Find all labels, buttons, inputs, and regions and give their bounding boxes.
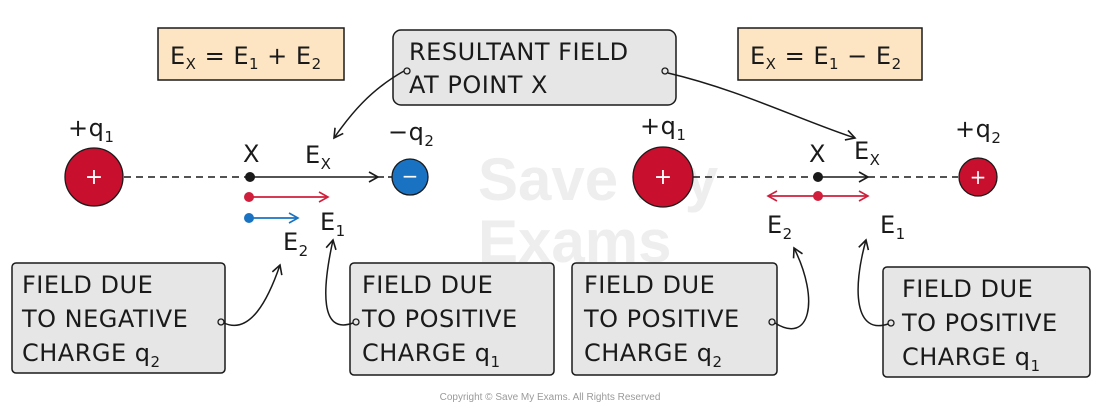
ex-label-left: EX [305, 141, 331, 173]
resultant-pointer-right [667, 72, 857, 141]
copyright-notice: Copyright © Save My Exams. All Rights Re… [440, 392, 661, 403]
point-x-label-left: X [243, 140, 260, 168]
box-pos-q1-right-line1: FIELD DUE [902, 275, 1033, 303]
box-pos-q1-left-pointer [325, 238, 354, 326]
box-field-positive-q1-right: FIELD DUE TO POSITIVE CHARGE q1 [857, 238, 1091, 378]
left-setup: + +q1 − −q2 X EX E1 E2 [64, 114, 434, 260]
box-pos-q2-rect [571, 262, 778, 376]
box-pos-q1-left-line3: CHARGE q1 [362, 339, 501, 371]
charge-label-q2-neg: −q2 [388, 118, 434, 150]
resultant-field-box: RESULTANT FIELD AT POINT X [333, 29, 857, 141]
box-pos-q2-line2: TO POSITIVE [583, 305, 740, 333]
point-x-label-right: X [809, 140, 826, 168]
box-neg-q2-pointer [223, 263, 283, 326]
box-pos-q1-right-rect [882, 266, 1091, 378]
resultant-box-rect [392, 29, 677, 106]
charge-sign-plus-right-q1: + [654, 165, 672, 190]
point-x-left [245, 172, 255, 182]
formula-right: EX = E1 − E2 [737, 27, 923, 81]
box-pos-q1-left-connector-dot [352, 318, 360, 326]
box-pos-q1-left-line1: FIELD DUE [362, 271, 493, 299]
box-neg-q2-connector-dot [217, 318, 225, 326]
charge-sign-minus: − [402, 164, 419, 188]
box-neg-q2-rect [11, 262, 226, 374]
box-field-negative-q2: FIELD DUE TO NEGATIVE CHARGE q2 [11, 262, 283, 374]
ex-label-right: EX [854, 137, 880, 169]
box-neg-q2-line1: FIELD DUE [22, 271, 153, 299]
box-pos-q1-right-connector-dot [887, 319, 895, 327]
box-field-positive-q2: FIELD DUE TO POSITIVE CHARGE q2 [571, 246, 810, 376]
charge-label-q2-right: +q2 [955, 115, 1001, 147]
box-pos-q2-line3: CHARGE q2 [584, 339, 723, 371]
box-pos-q1-left-rect [349, 262, 555, 376]
e1-label-left: E1 [320, 208, 346, 240]
box-neg-q2-line2: TO NEGATIVE [21, 305, 188, 333]
charge-label-q1-left: +q1 [68, 114, 114, 146]
positive-charge-q1-left [64, 147, 124, 207]
formula-right-text: EX = E1 − E2 [750, 42, 902, 73]
box-pos-q1-left-line2: TO POSITIVE [361, 305, 518, 333]
box-pos-q2-pointer [774, 246, 810, 330]
point-x-right [813, 172, 823, 182]
resultant-line2: AT POINT X [409, 71, 548, 99]
resultant-line1: RESULTANT FIELD [409, 38, 629, 66]
box-pos-q2-connector-dot [768, 318, 776, 326]
box-field-positive-q1-left: FIELD DUE TO POSITIVE CHARGE q1 [325, 238, 555, 376]
formula-left: EX = E1 + E2 [157, 27, 345, 81]
e2-label-right: E2 [767, 211, 793, 243]
box-pos-q1-right-pointer [857, 238, 889, 327]
charge-sign-plus: + [85, 165, 103, 190]
charge-label-q1-right: +q1 [640, 112, 686, 144]
e1-label-right: E1 [880, 211, 906, 243]
formula-left-box [157, 27, 345, 81]
right-setup: + +q1 + +q2 X EX E2 E1 [632, 112, 1001, 243]
positive-charge-q2-right [958, 157, 998, 197]
e2-label-left: E2 [283, 228, 309, 260]
box-pos-q1-right-line3: CHARGE q1 [902, 343, 1041, 375]
formula-right-box [737, 27, 923, 81]
formula-left-text: EX = E1 + E2 [170, 42, 322, 73]
box-neg-q2-line3: CHARGE q2 [22, 339, 161, 371]
positive-charge-q1-right [632, 146, 694, 208]
charge-sign-plus-right-q2: + [970, 165, 987, 189]
negative-charge-q2 [391, 158, 429, 196]
box-pos-q2-line1: FIELD DUE [584, 271, 715, 299]
box-pos-q1-right-line2: TO POSITIVE [901, 309, 1058, 337]
resultant-connector-right-dot [661, 67, 669, 75]
resultant-pointer-left [333, 70, 405, 140]
